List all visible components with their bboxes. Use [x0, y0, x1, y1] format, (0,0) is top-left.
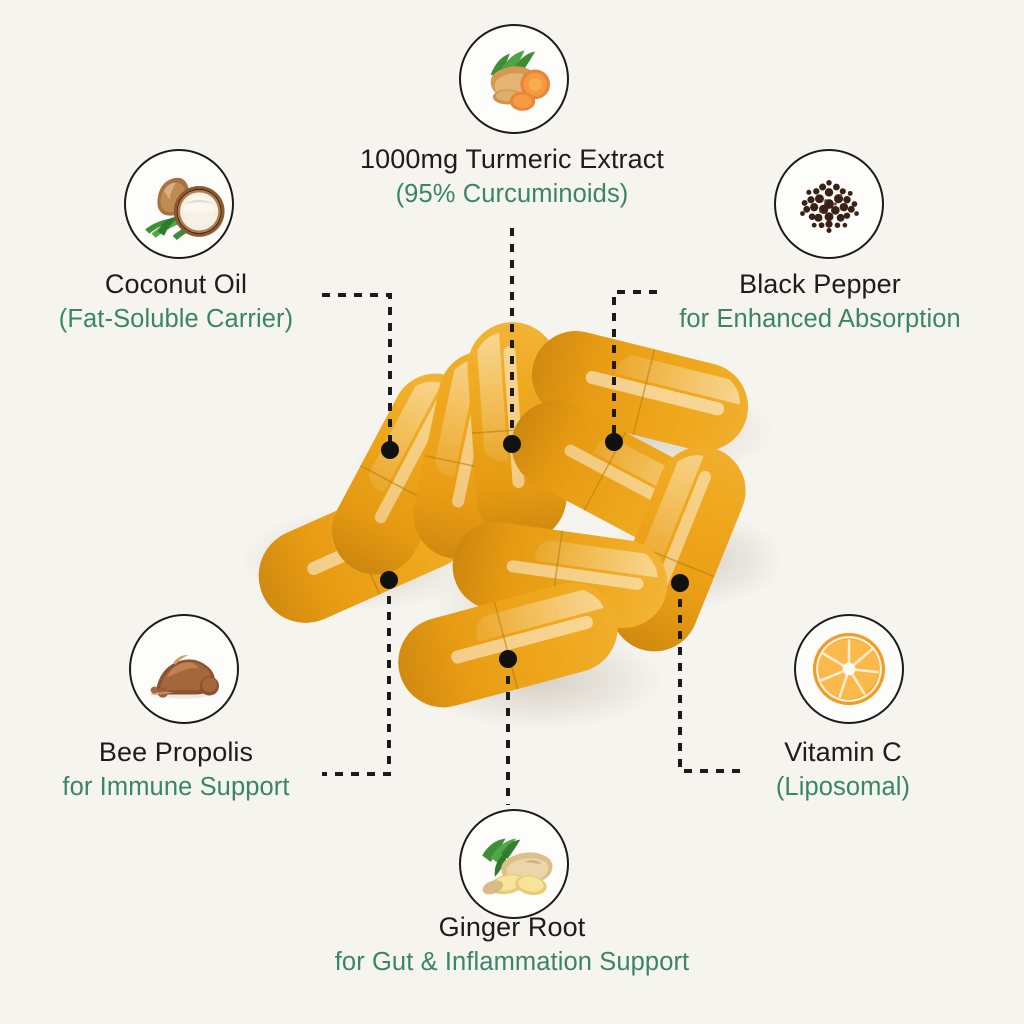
callout-label-bee-propolis: Bee Propolis for Immune Support [62, 736, 289, 804]
callout-title: Vitamin C [784, 737, 902, 767]
propolis-icon [129, 614, 239, 724]
orange-slice-icon [794, 614, 904, 724]
callout-title: Bee Propolis [98, 737, 254, 767]
callout-label-coconut-oil: Coconut Oil (Fat-Soluble Carrier) [59, 268, 294, 336]
callout-subtitle: (Liposomal) [775, 773, 911, 802]
callout-title: Ginger Root [438, 912, 586, 942]
callout-label-vitamin-c: Vitamin C (Liposomal) [776, 736, 910, 804]
callout-subtitle: (Fat-Soluble Carrier) [58, 305, 294, 334]
callout-label-black-pepper: Black Pepper for Enhanced Absorption [679, 268, 961, 336]
callout-subtitle: for Gut & Inflammation Support [334, 948, 690, 977]
callout-label-ginger-root: Ginger Root for Gut & Inflammation Suppo… [335, 911, 690, 979]
turmeric-root-icon [459, 24, 569, 134]
coconut-icon [124, 149, 234, 259]
callout-title: Black Pepper [739, 269, 901, 299]
capsule [398, 582, 618, 708]
peppercorns-icon [774, 149, 884, 259]
callout-title: Coconut Oil [104, 269, 248, 299]
ginger-root-icon [459, 809, 569, 919]
callout-label-turmeric: 1000mg Turmeric Extract (95% Curcuminoid… [360, 143, 664, 211]
callout-title: 1000mg Turmeric Extract [360, 144, 664, 174]
callout-subtitle: for Immune Support [62, 773, 290, 802]
callout-subtitle: (95% Curcuminoids) [395, 180, 629, 209]
callout-subtitle: for Enhanced Absorption [679, 305, 961, 334]
